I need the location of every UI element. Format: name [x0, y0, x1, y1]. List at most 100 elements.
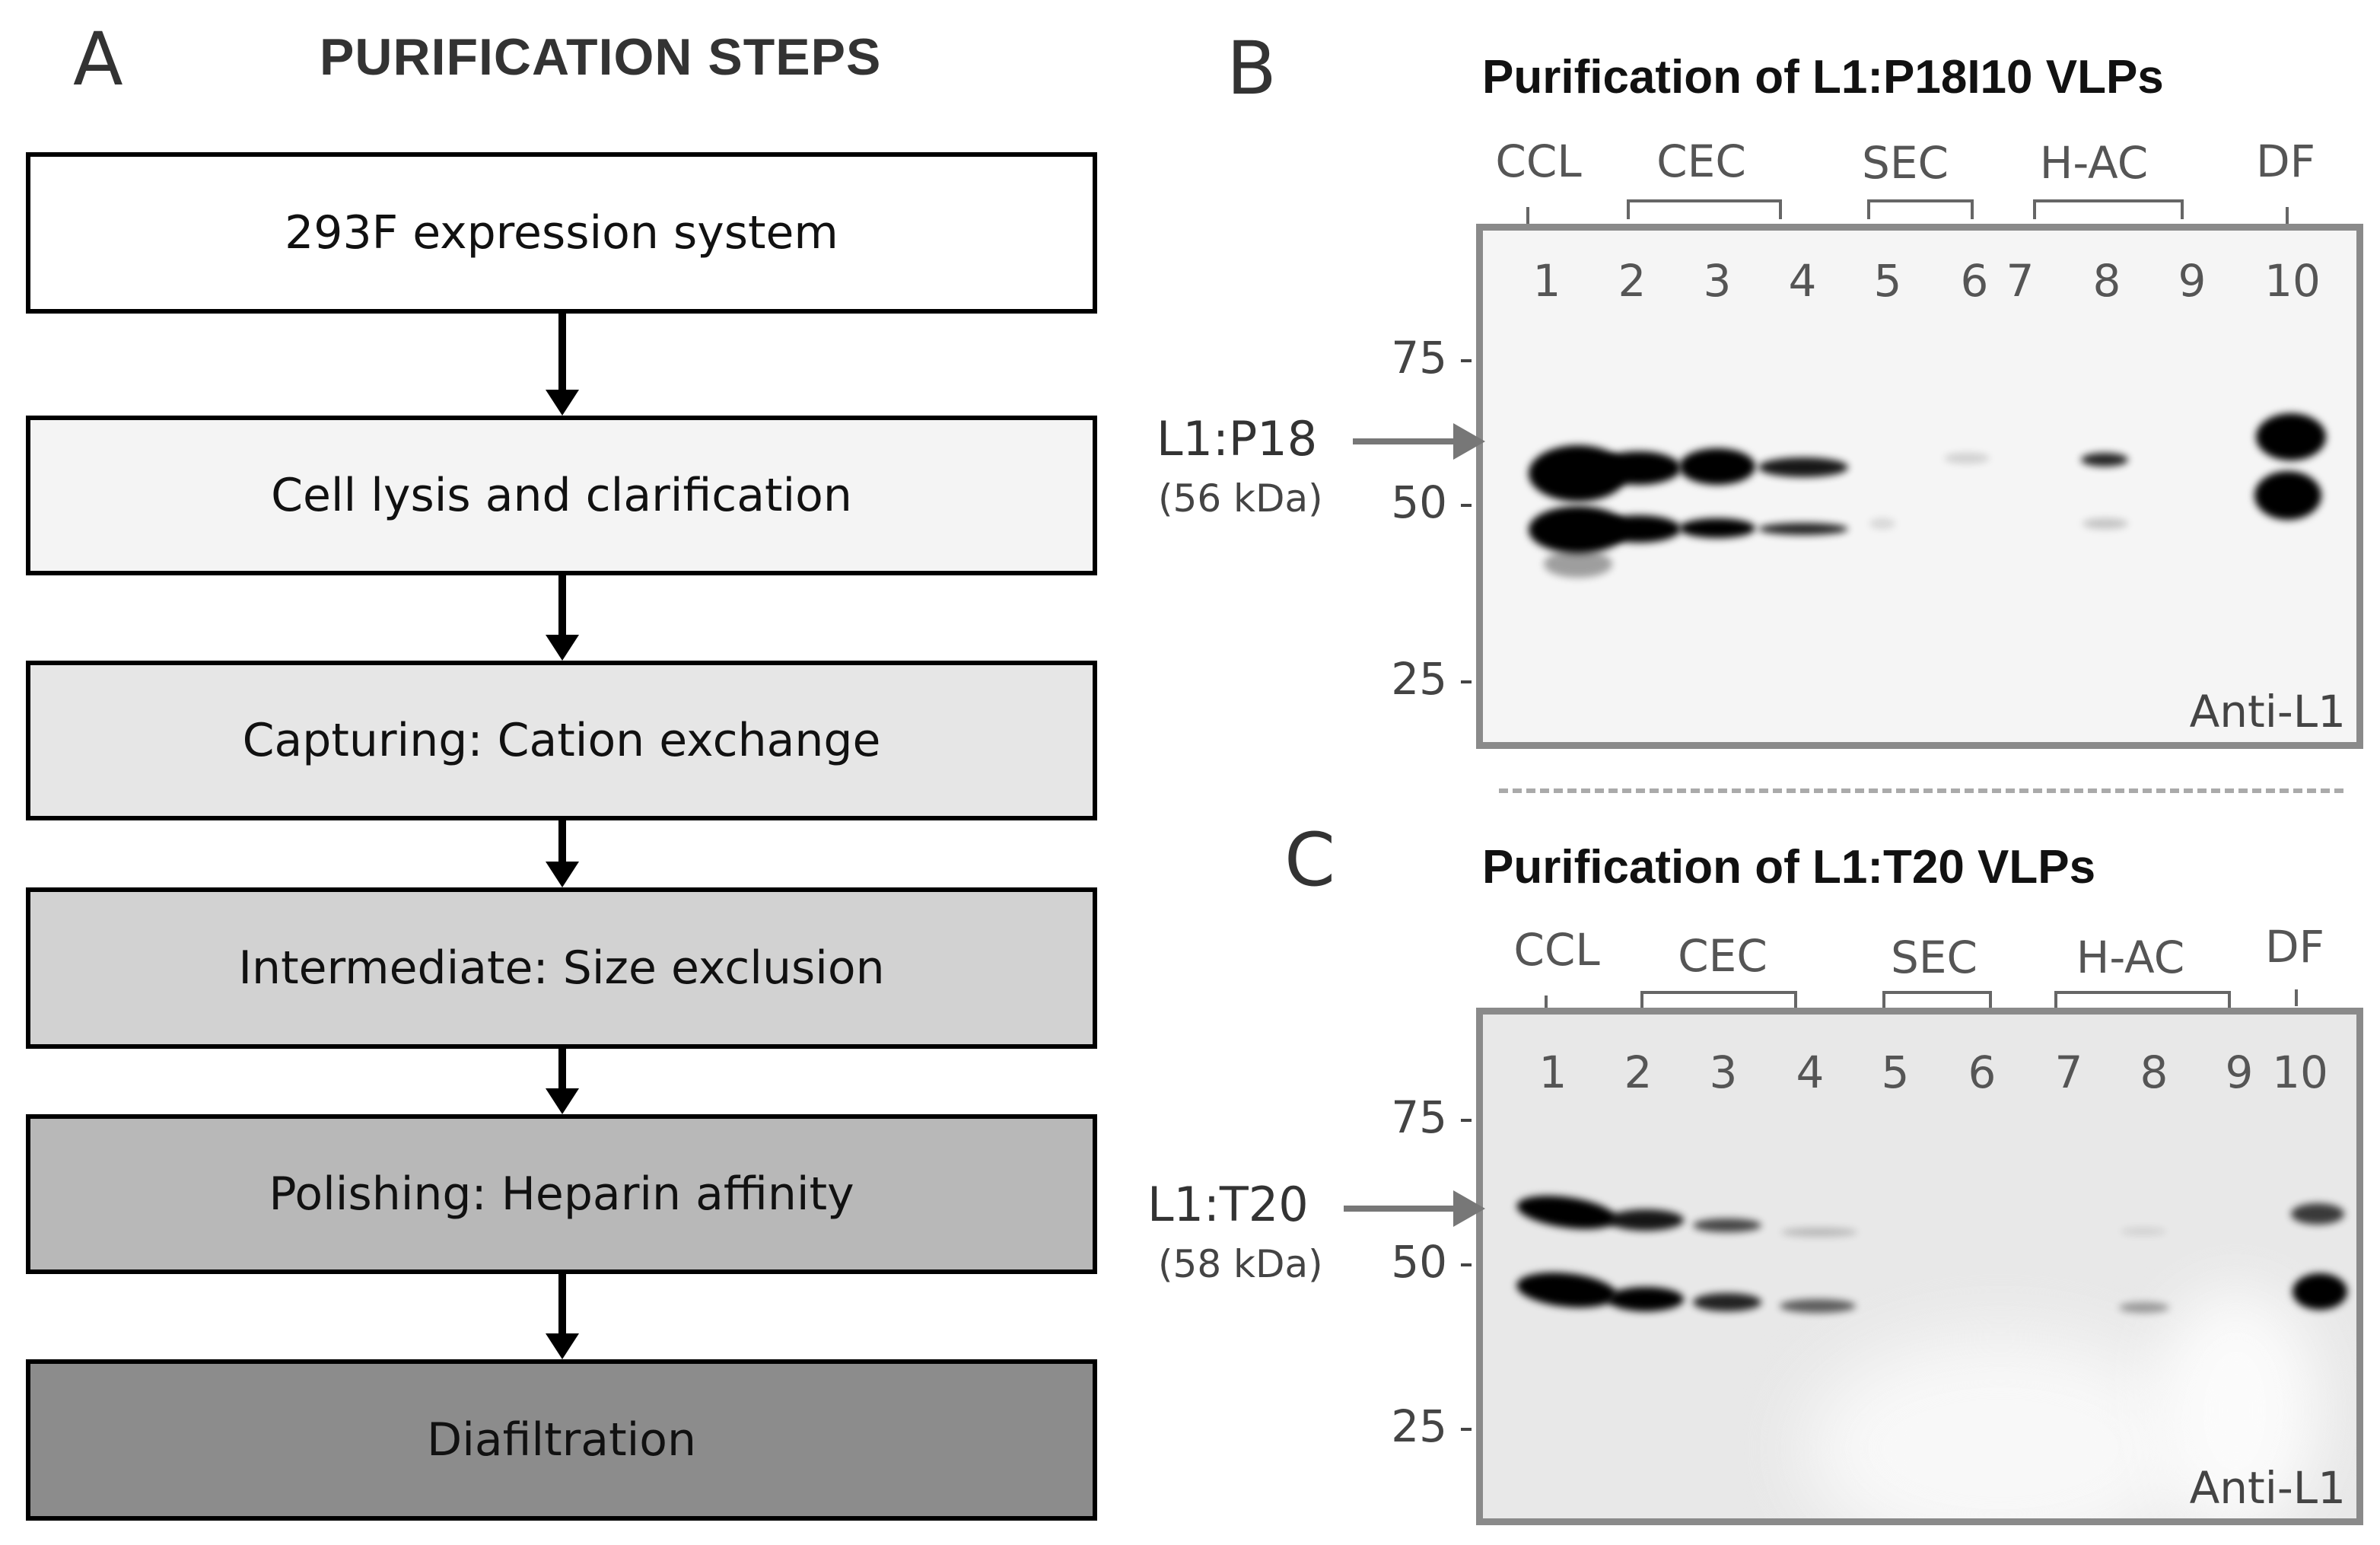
lane-number: 10 — [2264, 255, 2321, 307]
mw-marker-50: 50 — [1391, 476, 1447, 528]
band-lane4-upper — [1781, 1228, 1857, 1237]
band-lane5-lower — [1869, 518, 1895, 529]
lane-number: 2 — [1618, 255, 1647, 307]
lane-group-tick — [1526, 207, 1529, 224]
band-pointer-arrowhead — [1453, 1190, 1485, 1227]
mw-marker-75: 75 — [1391, 332, 1447, 384]
lane-number: 6 — [1968, 1046, 1997, 1098]
group-label-sec: SEC — [1891, 932, 1978, 983]
band-lane3-upper — [1679, 448, 1755, 485]
blot-c-title: Purification of L1:T20 VLPs — [1482, 841, 2096, 894]
step-label: 293F expression system — [285, 206, 838, 260]
band-lane3-lower — [1679, 518, 1755, 538]
blot-background-blotch — [1803, 1334, 2198, 1518]
group-bracket-hac — [2033, 199, 2184, 219]
lane-number: 1 — [1538, 1046, 1567, 1098]
lane-number: 4 — [1788, 255, 1817, 307]
band-lane8-upper — [2081, 453, 2128, 467]
band-lane8-upper — [2121, 1228, 2166, 1235]
blot-b-title: Purification of L1:P18I10 VLPs — [1482, 51, 2164, 104]
step-polishing: Polishing: Heparin affinity — [26, 1114, 1097, 1274]
flowchart-title: PURIFICATION STEPS — [320, 28, 882, 86]
lane-group-tick — [2286, 207, 2289, 224]
band-lane4-upper — [1758, 457, 1848, 477]
step-diafiltration: Diafiltration — [26, 1359, 1097, 1521]
mw-tick — [1461, 1428, 1472, 1431]
band-lane1-upper — [1514, 1190, 1619, 1234]
band-lane1-smear — [1544, 550, 1612, 578]
band-lane1-lower — [1515, 1268, 1618, 1312]
group-label-sec: SEC — [1862, 137, 1949, 189]
flow-arrow-shaft — [558, 1274, 566, 1336]
mw-marker-25: 25 — [1391, 653, 1447, 705]
flow-arrow-shaft — [558, 575, 566, 638]
group-label-ccl: CCL — [1495, 135, 1582, 187]
step-capturing: Capturing: Cation exchange — [26, 661, 1097, 820]
lane-number: 5 — [1881, 1046, 1910, 1098]
band-lane2-lower — [1608, 1287, 1684, 1311]
mw-marker-25: 25 — [1391, 1400, 1447, 1452]
lane-number: 4 — [1796, 1046, 1825, 1098]
step-expression: 293F expression system — [26, 152, 1097, 314]
step-intermediate: Intermediate: Size exclusion — [26, 887, 1097, 1049]
mw-tick — [1461, 680, 1472, 683]
mw-marker-50: 50 — [1391, 1236, 1447, 1288]
group-bracket-sec — [1867, 199, 1974, 219]
band-lane10-lower — [2292, 1273, 2347, 1310]
group-label-df: DF — [2264, 921, 2325, 973]
western-blot-b: 1 2 3 4 5 6 7 8 9 10 Anti-L1 — [1476, 224, 2363, 749]
step-label: Diafiltration — [427, 1413, 696, 1467]
panel-a-letter: A — [73, 17, 123, 102]
lane-number: 6 — [1960, 255, 1989, 307]
band-pointer-arrow — [1353, 438, 1467, 444]
lane-number: 9 — [2178, 255, 2207, 307]
lane-number: 7 — [2054, 1046, 2083, 1098]
group-bracket-hac — [2054, 991, 2231, 1011]
band-lane3-lower — [1693, 1293, 1761, 1311]
band-pointer-arrow — [1344, 1206, 1467, 1212]
flow-arrow-head — [546, 635, 579, 661]
flow-arrow-shaft — [558, 820, 566, 865]
flow-arrow-head — [546, 390, 579, 416]
band-lane8-lower — [2119, 1302, 2169, 1313]
group-label-ccl: CCL — [1513, 924, 1600, 976]
lane-number: 5 — [1873, 255, 1902, 307]
lane-number: 7 — [2006, 255, 2035, 307]
band-lane10-upper — [2291, 1203, 2344, 1225]
flow-arrow-head — [546, 1333, 579, 1359]
step-lysis: Cell lysis and clarification — [26, 416, 1097, 575]
protein-kda-c: (58 kDa) — [1158, 1242, 1323, 1286]
mw-marker-75: 75 — [1391, 1091, 1447, 1143]
mw-tick — [1461, 1263, 1472, 1266]
mw-tick — [1461, 504, 1472, 507]
group-label-cec: CEC — [1678, 930, 1768, 982]
antibody-label: Anti-L1 — [2189, 686, 2346, 737]
band-lane2-lower — [1597, 515, 1681, 543]
band-lane6-upper — [1944, 453, 1990, 464]
flow-arrow-head — [546, 862, 579, 887]
lane-number: 8 — [2140, 1046, 2168, 1098]
western-blot-c: 1 2 3 4 5 6 7 8 9 10 Anti-L1 — [1476, 1008, 2363, 1525]
lane-number: 8 — [2092, 255, 2121, 307]
step-label: Intermediate: Size exclusion — [238, 941, 885, 995]
lane-number: 10 — [2272, 1046, 2328, 1098]
band-lane8-lower — [2082, 518, 2128, 529]
band-lane2-upper — [1597, 451, 1681, 485]
group-label-hac: H-AC — [2039, 137, 2149, 189]
mw-tick — [1461, 1119, 1472, 1122]
panel-separator — [1499, 788, 2343, 793]
protein-kda-b: (56 kDa) — [1158, 476, 1323, 521]
lane-number: 2 — [1624, 1046, 1653, 1098]
flow-arrow-shaft — [558, 1049, 566, 1091]
panel-c-letter: C — [1284, 817, 1336, 903]
lane-number: 3 — [1703, 255, 1732, 307]
lane-number: 9 — [2225, 1046, 2254, 1098]
lane-number: 3 — [1709, 1046, 1738, 1098]
protein-label-c: L1:T20 — [1147, 1177, 1309, 1232]
band-lane10-lower — [2254, 471, 2321, 520]
lane-group-tick — [1545, 995, 1548, 1012]
mw-tick — [1461, 359, 1472, 362]
protein-label-b: L1:P18 — [1157, 411, 1318, 467]
group-label-hac: H-AC — [2076, 932, 2185, 983]
group-label-cec: CEC — [1656, 135, 1746, 187]
